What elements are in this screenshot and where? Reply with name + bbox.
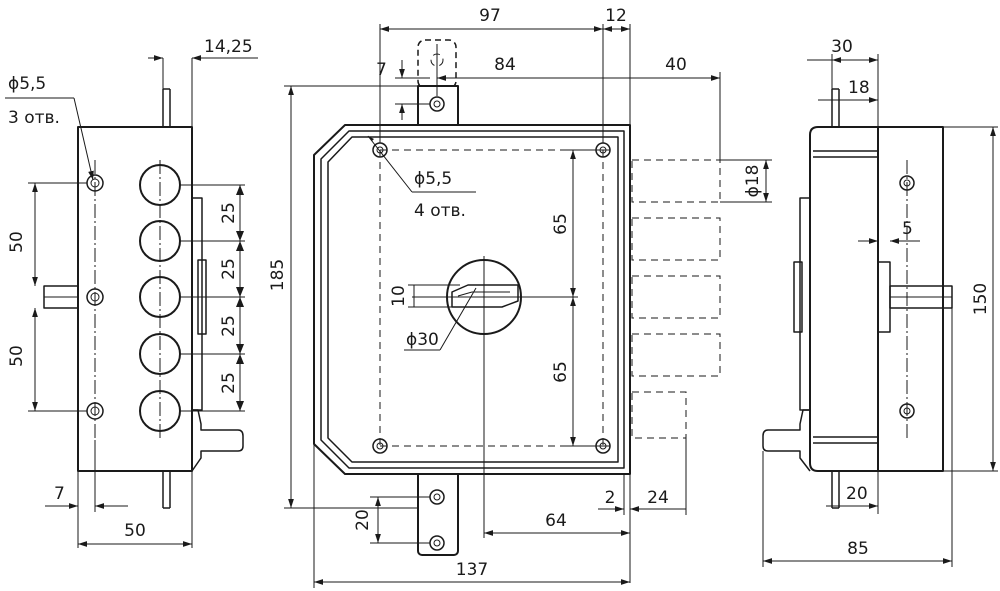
dim-front-hole-dia: ϕ5,5	[414, 169, 452, 189]
dim-pitch-3: 25	[219, 315, 239, 337]
right-cover-plate	[877, 126, 944, 472]
dim-right-5: 5	[902, 219, 913, 239]
dim-pitch-2: 25	[219, 258, 239, 280]
dim-left-hole-count: 3 отв.	[8, 108, 60, 128]
dim-front-40: 40	[665, 55, 687, 75]
dim-front-24: 24	[647, 488, 669, 508]
dim-right-85: 85	[847, 539, 869, 559]
right-lock-body	[809, 126, 879, 472]
dim-front-7: 7	[376, 60, 387, 80]
dim-right-30: 30	[831, 37, 853, 57]
dim-left-top-width: 14,25	[204, 37, 253, 57]
dim-left-bottom-width: 50	[124, 521, 146, 541]
dim-front-137: 137	[456, 560, 488, 580]
dim-front-lower-65: 65	[551, 361, 571, 383]
dim-right-150: 150	[971, 283, 991, 315]
bottom-mounting-tab	[417, 469, 459, 556]
dim-pitch-4: 25	[219, 372, 239, 394]
right-side-view: 30 18 5 150 20 85	[762, 37, 998, 567]
dim-front-64: 64	[545, 511, 567, 531]
dim-front-key-10: 10	[389, 285, 409, 307]
left-latch-lever	[191, 409, 244, 472]
dim-pitch-1: 25	[219, 202, 239, 224]
dim-left-spacing-upper: 50	[7, 231, 27, 253]
dim-right-20: 20	[846, 484, 868, 504]
dim-left-hole-dia: ϕ5,5	[8, 74, 46, 94]
front-view: 97 12 7 84 40 185 ϕ5,5 4 отв. 65 65	[268, 6, 772, 588]
top-mounting-tab	[417, 85, 459, 127]
dim-front-84: 84	[494, 55, 516, 75]
lock-case-body	[313, 124, 631, 475]
dim-front-hole-count: 4 отв.	[414, 201, 466, 221]
bolt-throws-dashed	[631, 159, 721, 439]
dim-left-spacing-lower: 50	[7, 345, 27, 367]
left-side-view: 14,25 ϕ5,5 3 отв. 50 50 25 25 25 25	[5, 37, 258, 548]
dim-front-cyl-dia: ϕ30	[406, 330, 439, 350]
dim-front-185: 185	[268, 259, 288, 291]
right-latch-lever	[762, 409, 811, 472]
dim-front-20: 20	[353, 509, 373, 531]
dim-right-18: 18	[848, 78, 870, 98]
dim-front-upper-65: 65	[551, 213, 571, 235]
dim-front-2: 2	[605, 488, 616, 508]
dim-left-bottom-offset: 7	[54, 484, 65, 504]
dim-front-97: 97	[479, 6, 501, 26]
dim-front-bolt-dia: ϕ18	[743, 165, 763, 198]
dim-front-12: 12	[605, 6, 627, 26]
